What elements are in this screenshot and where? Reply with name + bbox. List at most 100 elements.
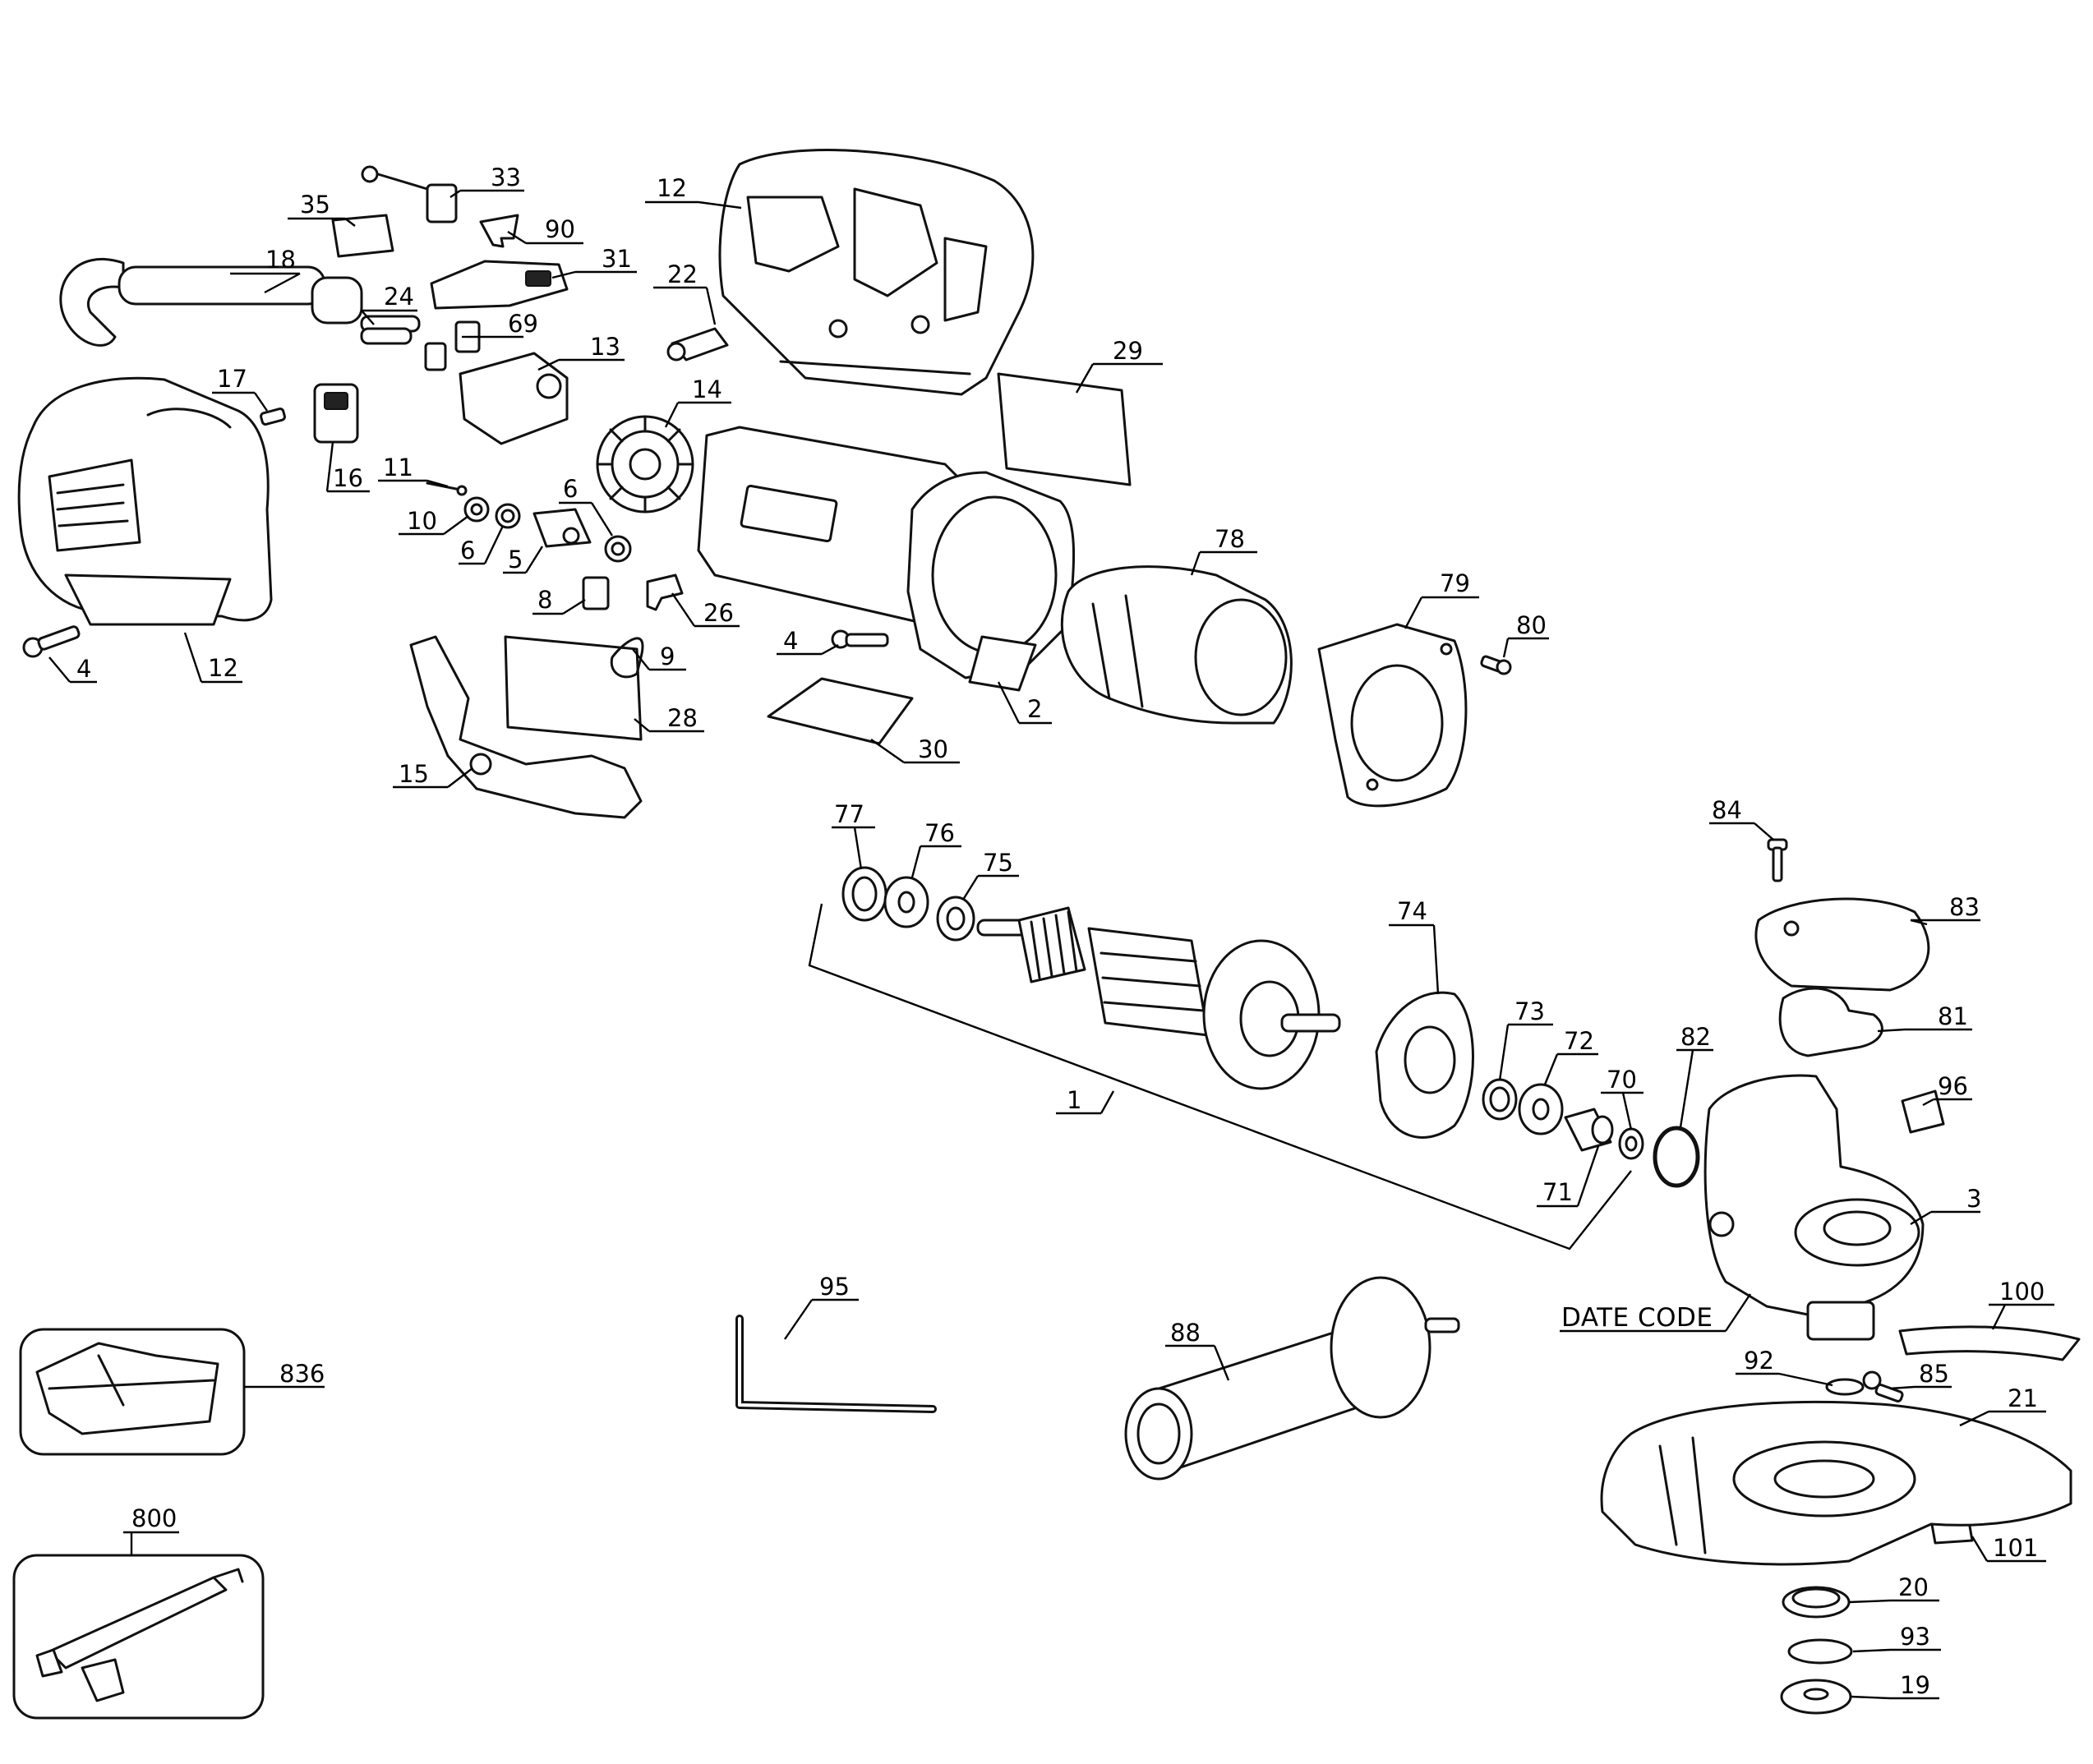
callout-6-top: 6 [563, 475, 578, 503]
callout-71: 71 [1542, 1178, 1573, 1206]
callout-15: 15 [399, 760, 429, 788]
part-29-label [997, 372, 1132, 486]
callout-76: 76 [924, 819, 955, 847]
callout-95: 95 [819, 1273, 850, 1301]
part-12-rear-housing [17, 376, 273, 626]
callout-101: 101 [1993, 1534, 2038, 1562]
part-72-washer [1518, 1083, 1564, 1135]
callout-31: 31 [602, 245, 632, 273]
callout-12-top: 12 [657, 174, 687, 202]
callout-90: 90 [545, 215, 575, 243]
part-92-washer [1825, 1378, 1865, 1396]
callout-69: 69 [508, 310, 538, 338]
part-79-baffle [1317, 623, 1468, 808]
part-836-kitbox [19, 1328, 246, 1456]
callout-8: 8 [537, 586, 552, 614]
callout-14: 14 [692, 375, 722, 403]
callout-78: 78 [1215, 525, 1245, 553]
part-24 [360, 315, 421, 345]
part-93-washer [1787, 1638, 1853, 1665]
callout-2: 2 [1027, 695, 1042, 723]
part-12-gear-housing-half [718, 149, 1035, 396]
part-82-o-ring [1653, 1126, 1700, 1188]
part-95-hex-key [735, 1315, 937, 1413]
callout-93: 93 [1900, 1623, 1930, 1651]
callout-29: 29 [1113, 337, 1143, 365]
callout-35: 35 [300, 191, 330, 219]
part-9-clip [610, 637, 644, 679]
callout-79: 79 [1440, 569, 1470, 597]
callout-85: 85 [1919, 1360, 1949, 1388]
part-16-holder [313, 383, 359, 444]
callout-3: 3 [1966, 1185, 1981, 1213]
callout-73: 73 [1514, 997, 1545, 1025]
part-78-field [1060, 565, 1293, 725]
callout-26: 26 [703, 599, 734, 627]
callout-96: 96 [1938, 1072, 1968, 1100]
part-13-switch [459, 352, 569, 445]
part-69-terminal [424, 320, 481, 371]
callout-72: 72 [1564, 1027, 1594, 1055]
callout-70: 70 [1607, 1066, 1637, 1094]
callout-22: 22 [667, 260, 698, 288]
part-90-clip [479, 214, 519, 248]
part-18-side-handle [59, 257, 363, 347]
part-35-pad [331, 214, 394, 258]
part-28-label [504, 635, 643, 741]
callout-81: 81 [1938, 1002, 1968, 1030]
part-88-handle [1124, 1276, 1460, 1481]
callout-17: 17 [217, 365, 247, 393]
callout-84: 84 [1712, 796, 1742, 824]
callout-10: 10 [407, 507, 437, 535]
callout-20: 20 [1898, 1573, 1929, 1601]
part-77-bearing [841, 866, 887, 922]
part-15-paddle-switch [409, 635, 643, 819]
part-2-gear-case [906, 471, 1076, 692]
part-84-screw [1767, 838, 1788, 882]
part-motor-housing [697, 426, 959, 626]
callout-4-left: 4 [76, 655, 91, 683]
callout-12-bottom: 12 [208, 654, 238, 682]
callout-16: 16 [333, 464, 363, 492]
callout-19: 19 [1900, 1671, 1930, 1699]
part-96-button [1901, 1089, 1945, 1134]
date-code-label: DATE CODE [1561, 1303, 1713, 1333]
part-73-ring [1482, 1078, 1518, 1121]
part-22-bushing [666, 327, 729, 362]
part-4-screw-center [831, 629, 889, 649]
callout-800: 800 [131, 1504, 177, 1532]
callout-77: 77 [834, 800, 864, 828]
callout-4-center: 4 [783, 627, 798, 655]
callout-18: 18 [265, 246, 296, 274]
part-6-bearing-a [495, 503, 521, 529]
callout-75: 75 [983, 849, 1013, 877]
leader-lines [48, 189, 2054, 1700]
callout-5: 5 [508, 546, 523, 573]
part-30-label [767, 677, 914, 745]
callout-30: 30 [918, 735, 948, 763]
part-75-washer [936, 896, 975, 942]
callout-28: 28 [667, 704, 698, 732]
callout-74: 74 [1397, 897, 1427, 925]
part-6-bearing-b [604, 535, 632, 563]
callout-13: 13 [590, 333, 620, 361]
part-80-screw [1480, 655, 1512, 675]
part-17-screw [260, 408, 286, 426]
callout-24: 24 [384, 283, 414, 311]
part-76-washer [883, 876, 929, 928]
callout-6-lower: 6 [460, 537, 475, 564]
part-31-switch-cover [430, 260, 569, 310]
part-26-spring [646, 573, 684, 611]
part-5-spindle [532, 508, 592, 548]
part-19-nut [1780, 1679, 1852, 1715]
part-14-fan [596, 415, 694, 514]
callout-92: 92 [1744, 1347, 1774, 1375]
callout-33: 33 [491, 164, 521, 191]
part-11-screw [426, 481, 468, 496]
callout-88: 88 [1170, 1319, 1201, 1347]
part-83-cover [1754, 897, 1930, 992]
part-74-baffle [1375, 991, 1474, 1139]
part-800-tool [12, 1554, 265, 1720]
callout-9: 9 [660, 643, 675, 670]
